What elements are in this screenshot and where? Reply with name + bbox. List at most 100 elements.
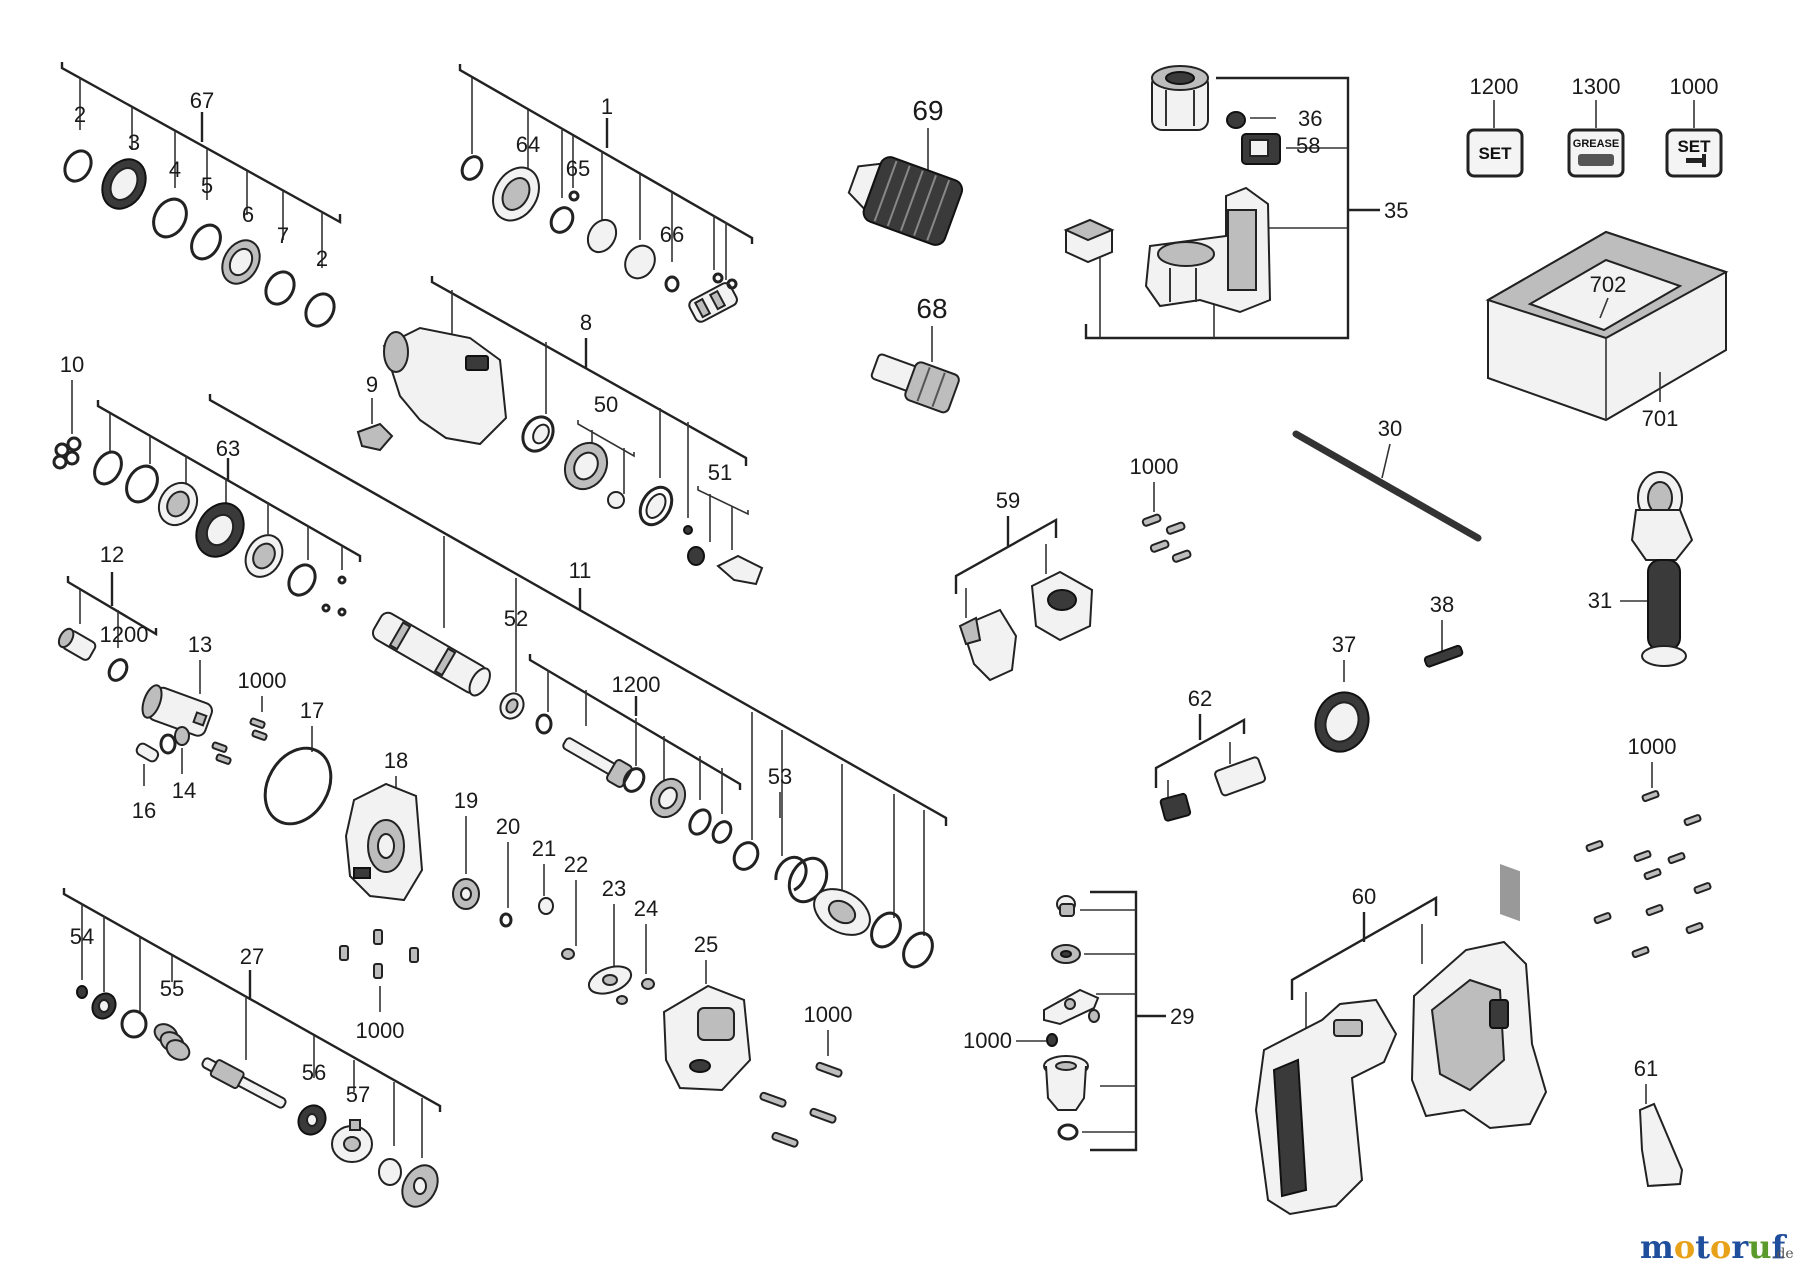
callout-702: 702 [1590,272,1627,297]
callout-27: 27 [240,944,264,969]
clip-part [1423,644,1464,668]
logo-letter: f [1771,1228,1787,1266]
callout-1000: 1000 [1670,74,1719,99]
seal-part [521,415,555,453]
callout-12: 12 [100,542,124,567]
motoruf-logo: motoruf .de [1640,1228,1794,1266]
washer-part [152,197,188,239]
callout-1200: 1200 [100,622,149,647]
intermediate-flange-part [344,782,424,902]
group-69-68: 69 68 [847,95,964,414]
plug-part [1056,895,1076,917]
logo-tld: .de [1772,1246,1794,1262]
callout-8: 8 [580,310,592,335]
keyless-chuck-part [847,156,964,246]
callout-60: 60 [1352,884,1376,909]
washer-part [1057,1123,1079,1141]
lever-part [716,554,764,586]
grease-badge-label: GREASE [1573,138,1619,150]
callout-52: 52 [504,606,528,631]
logo-letter: m [1640,1228,1674,1266]
logo-letter: r [1731,1228,1749,1266]
callout-13: 13 [188,632,212,657]
set-badge [1466,128,1524,178]
screws-part [339,929,419,979]
spring-part [153,1023,191,1061]
callout-5: 5 [201,173,213,198]
pin-part [135,742,160,763]
callout-2: 2 [316,246,328,271]
logo-letter: u [1748,1228,1771,1266]
cover-plate-part [1638,1102,1684,1188]
circlip-part [190,223,222,261]
display-part [1214,756,1266,797]
group-63: 63 [93,400,362,617]
callout-57: 57 [346,1082,370,1107]
spring-ring-part [264,270,296,306]
logo-letter: t [1695,1228,1710,1266]
callout-16: 16 [132,798,156,823]
grease-badge [1567,128,1625,178]
callout-55: 55 [160,976,184,1001]
set-badge-label: SET [1478,144,1512,163]
gear-bushing-part [1043,1055,1089,1111]
spring-part [1226,111,1246,129]
group-18: 18 1000 [339,748,424,1043]
callout-17: 17 [300,698,324,723]
callout-54: 54 [70,924,94,949]
gear-housing-part [382,326,508,446]
clip-part [549,206,575,234]
group-11: 11 52 53 [208,394,948,969]
callout-1000: 1000 [1130,454,1179,479]
plate-part [624,244,656,280]
callout-1000: 1000 [804,1002,853,1027]
logo-wordmark: motoruf [1640,1228,1787,1266]
retaining-plate-part [1043,988,1100,1026]
callout-24: 24 [634,896,658,921]
spring-part [687,546,705,566]
callout-10: 10 [60,352,84,377]
o-ring-large-part [263,746,333,826]
callout-50: 50 [594,392,618,417]
callout-11: 11 [569,558,592,583]
callout-701: 701 [1642,406,1679,431]
callout-14: 14 [172,778,196,803]
logo-letter: o [1674,1228,1695,1266]
bushing-part [607,491,625,509]
callout-1000: 1000 [963,1028,1012,1053]
bearing-holder-part [1030,570,1094,642]
callout-62: 62 [1188,686,1212,711]
motor-stator-part [1151,65,1209,131]
flange-plate-part [813,888,871,936]
callout-2: 2 [74,102,86,127]
carrying-case: 702 701 [1485,230,1729,922]
callout-68: 68 [916,293,947,324]
housing-cover-part [662,984,752,1092]
switch-part [1241,133,1281,165]
callout-20: 20 [496,814,520,839]
group-38-37-62: 38 37 62 [1154,592,1464,822]
spring-washer-part [787,856,829,904]
group-60: 60 [1254,884,1548,1216]
clutch-part [331,1119,373,1163]
bracket-part [958,608,1018,682]
callout-1: 1 [601,94,613,119]
callout-67: 67 [190,88,214,113]
screw-icon [1686,158,1704,163]
callout-63: 63 [216,436,240,461]
seal-ring-part [638,485,674,527]
callout-23: 23 [602,876,626,901]
group-67: 67 2 3 4 5 6 7 2 [60,62,342,328]
group-8: 8 9 50 51 [356,276,764,586]
callout-22: 22 [564,852,588,877]
callout-36: 36 [1298,106,1322,131]
screws-part [759,1061,843,1148]
o-ring-part [304,292,336,328]
plug-part [57,627,97,661]
group-1: 1 64 65 66 [458,64,754,323]
callout-1200: 1200 [612,672,661,697]
piston-part [562,737,633,788]
o-ring-part [460,155,484,181]
needle-bearing-part [563,441,609,491]
